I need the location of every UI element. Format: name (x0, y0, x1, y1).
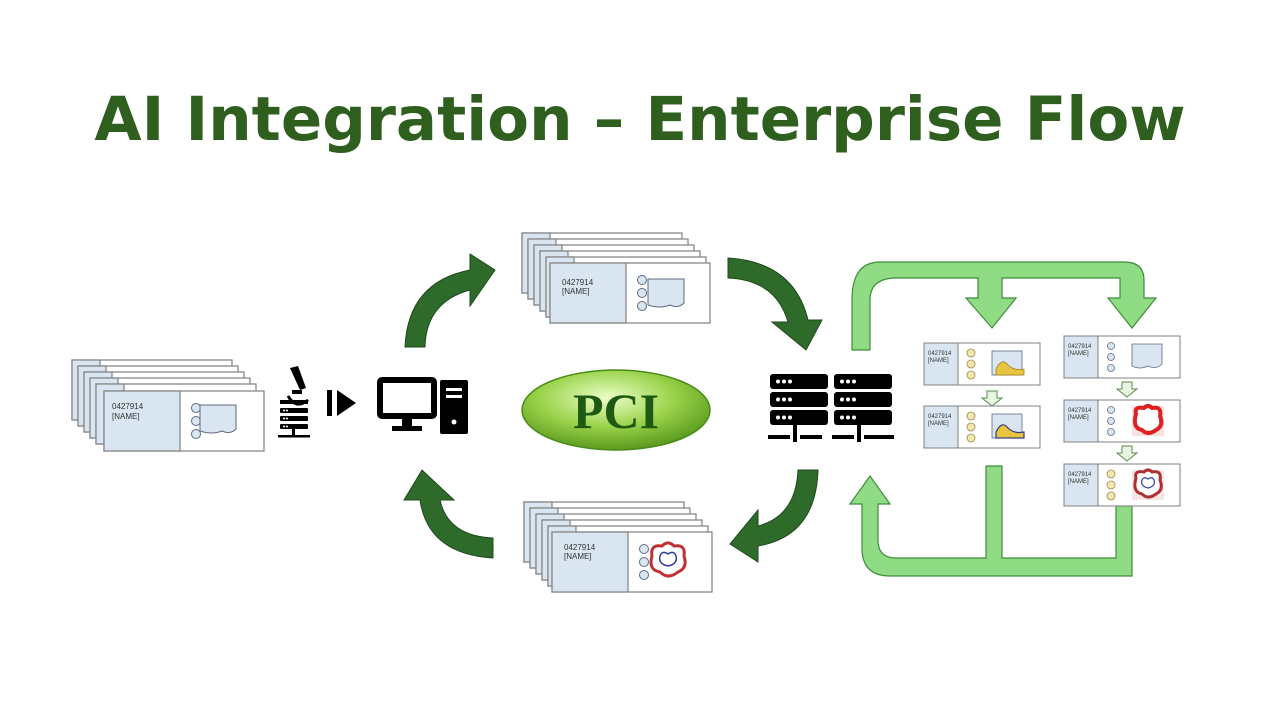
workstation-icon (377, 377, 468, 434)
processing-slide: 0427914 [NAME] (1063, 399, 1181, 443)
microscope-icon (278, 366, 310, 438)
slide-name-text: [NAME] (564, 552, 592, 561)
processing-slide: 0427914 [NAME] (923, 342, 1041, 386)
arrow-to-server (727, 257, 823, 351)
input-slide-stack: 0427914 [NAME] (71, 359, 265, 452)
arrow-to-workstation (403, 469, 494, 559)
server-icon (768, 374, 894, 442)
arrow-to-top-stack (404, 253, 496, 348)
slide-name-text: [NAME] (1068, 479, 1089, 485)
slide-id-text: 0427914 (928, 351, 952, 357)
bottom-slide-stack: 0427914 [NAME] (523, 501, 713, 593)
page-title: AI Integration – Enterprise Flow (94, 84, 1186, 155)
slide-id-text: 0427914 (1068, 344, 1092, 350)
slide-id-text: 0427914 (564, 543, 596, 552)
arrow-to-bottom-stack (729, 469, 819, 563)
slide-name-text: [NAME] (928, 421, 949, 427)
slide-id-text: 0427914 (1068, 408, 1092, 414)
slide-id-text: 0427914 (1068, 472, 1092, 478)
slide-name-text: [NAME] (1068, 351, 1089, 357)
light-loop-arrows (848, 261, 1158, 577)
slide-name-text: [NAME] (562, 287, 590, 296)
pci-logo: PCI (521, 369, 711, 451)
dark-cycle-arrows (403, 253, 823, 563)
return-arrow-bottom (848, 465, 1133, 577)
processing-column-a: 0427914 [NAME] 0427914 [NAME] (923, 342, 1041, 449)
processing-slide: 0427914 [NAME] (1063, 463, 1181, 507)
top-slide-stack: 0427914 [NAME] (521, 232, 711, 324)
processing-column-b: 0427914 [NAME] 0427914 [NAME] 0427914 [N… (1063, 335, 1181, 507)
slide-id-text: 0427914 (928, 414, 952, 420)
logo-text: PCI (573, 383, 659, 439)
processing-slide: 0427914 [NAME] (1063, 335, 1181, 379)
slide-name-text: [NAME] (112, 412, 140, 421)
slide-id-text: 0427914 (562, 278, 594, 287)
slide-id-text: 0427914 (112, 402, 144, 411)
processing-slide: 0427914 [NAME] (923, 405, 1041, 449)
slide-name-text: [NAME] (1068, 415, 1089, 421)
play-step-icon (327, 390, 356, 416)
slide-name-text: [NAME] (928, 358, 949, 364)
branch-arrow-top (851, 261, 1158, 351)
